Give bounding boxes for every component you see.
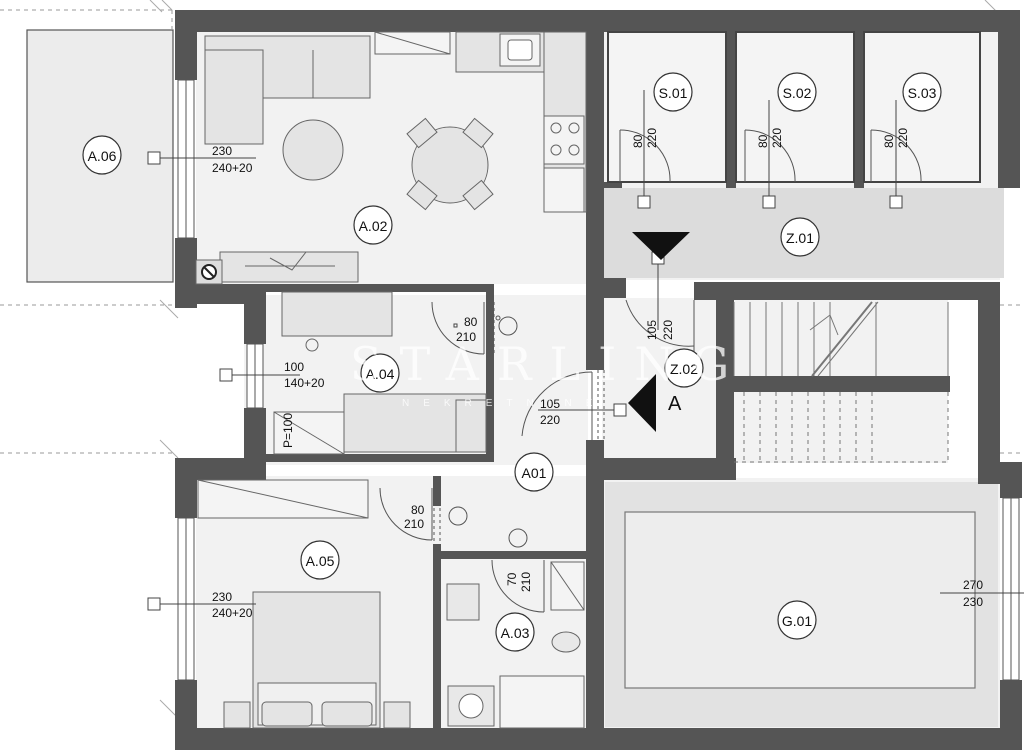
room-label-s02: S.02 — [783, 85, 812, 101]
light-fixtures — [448, 315, 528, 548]
dim-a04-window-w: 100 — [284, 360, 304, 374]
dim-a04-door-h: 210 — [456, 330, 476, 344]
dim-s01-door-w: 80 — [631, 134, 645, 148]
dim-z02-door-w: 105 — [645, 320, 659, 340]
dim-a04-door-w: 80 — [464, 315, 478, 329]
dim-a04-window-h: 140+20 — [284, 376, 325, 390]
watermark-title: STARLING — [350, 337, 747, 391]
bedroom-a04-furniture — [273, 291, 487, 455]
dim-s03-door-h: 220 — [896, 128, 910, 148]
coffee-table — [282, 119, 344, 181]
dim-a05-window-h: 240+20 — [212, 606, 253, 620]
windows — [177, 79, 1020, 681]
dim-z02-door-h: 220 — [661, 320, 675, 340]
dim-g01-door-w: 270 — [963, 578, 983, 592]
dim-a02-window-w: 230 — [212, 144, 232, 158]
room-label-a03: A.03 — [501, 625, 530, 641]
watermark-subtitle: NEKRETNINE — [402, 398, 606, 409]
dim-a04-parapet: P=100 — [281, 413, 295, 448]
dim-s02-door-w: 80 — [756, 134, 770, 148]
dim-a03-door-h: 210 — [519, 572, 533, 592]
section-marker-side — [628, 374, 656, 432]
outside-dashes — [0, 9, 1024, 454]
room-label-z01: Z.01 — [786, 230, 814, 246]
tv-unit — [219, 251, 359, 283]
dim-s03-door-w: 80 — [882, 134, 896, 148]
doors — [379, 129, 922, 613]
dining-table — [411, 126, 489, 204]
room-label-a01: A01 — [522, 465, 547, 481]
section-marker-top — [632, 232, 690, 260]
door-jambs — [433, 302, 605, 559]
dim-a02-window-h: 240+20 — [212, 161, 253, 175]
dim-a05-door-w: 80 — [411, 503, 425, 517]
dim-entry-door-w: 105 — [540, 397, 560, 411]
dim-entry-door-h: 220 — [540, 413, 560, 427]
dim-s01-door-h: 220 — [645, 128, 659, 148]
bathroom-fixtures — [446, 561, 585, 729]
living-furniture — [195, 31, 587, 285]
room-label-a06: A.06 — [88, 148, 117, 164]
dim-a05-door-h: 210 — [404, 517, 424, 531]
dim-s02-door-h: 220 — [770, 128, 784, 148]
room-label-s01: S.01 — [659, 85, 688, 101]
garage-car-space — [624, 511, 976, 689]
room-label-g01: G.01 — [782, 613, 813, 629]
dim-g01-door-h: 230 — [963, 595, 983, 609]
room-circles — [82, 72, 942, 652]
room-label-s03: S.03 — [908, 85, 937, 101]
dimension-leaders — [147, 90, 1024, 611]
bedroom-a05-furniture — [197, 479, 411, 729]
dim-a05-window-w: 230 — [212, 590, 232, 604]
room-label-a05: A.05 — [306, 553, 335, 569]
room-label-a04: A.04 — [366, 366, 395, 382]
staircase — [733, 301, 949, 463]
section-marker-label: A — [668, 393, 682, 415]
walls — [175, 10, 1022, 750]
dim-a03-door-w: 70 — [505, 572, 519, 586]
room-label-a02: A.02 — [359, 218, 388, 234]
room-label-z02: Z.02 — [670, 361, 698, 377]
